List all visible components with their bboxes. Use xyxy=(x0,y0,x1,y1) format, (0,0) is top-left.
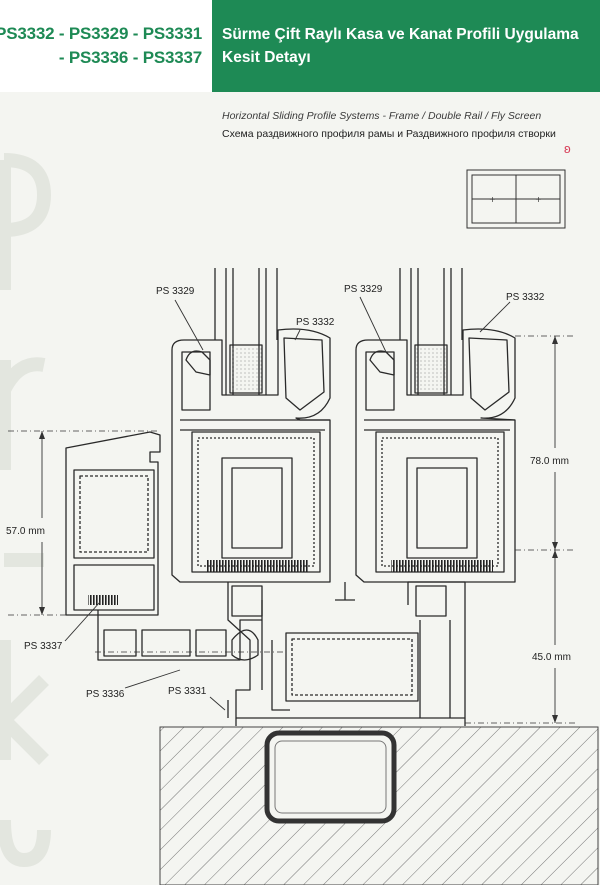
dimension-78mm: 78.0 mm xyxy=(530,456,569,467)
label-ps3332-right: PS 3332 xyxy=(506,292,545,303)
page-title: Sürme Çift Raylı Kasa ve Kanat Profili U… xyxy=(212,0,600,92)
label-ps3329-right: PS 3329 xyxy=(344,284,383,295)
label-ps3329-left: PS 3329 xyxy=(156,286,195,297)
label-ps3331: PS 3331 xyxy=(168,686,207,697)
product-codes-line2: - PS3336 - PS3337 xyxy=(58,48,202,67)
svg-text:+: + xyxy=(489,195,496,204)
sash-right xyxy=(355,328,516,583)
concrete-sill xyxy=(159,726,599,885)
dimension-45mm: 45.0 mm xyxy=(532,652,571,663)
glass-right xyxy=(399,268,463,395)
product-codes: PS3332 - PS3329 - PS3331 - PS3336 - PS33… xyxy=(0,0,212,92)
fly-screen-frame xyxy=(65,431,262,661)
subtitle-russian: Схема раздвижного профиля рамы и Раздвиж… xyxy=(222,128,556,140)
dimension-57mm: 57.0 mm xyxy=(6,526,45,537)
brand-logo-icon: ʚ xyxy=(564,141,571,156)
label-ps3337: PS 3337 xyxy=(24,641,63,652)
product-codes-line1: PS3332 - PS3329 - PS3331 xyxy=(0,24,202,43)
sash-left xyxy=(171,328,331,583)
page-title-line2: Kesit Detayı xyxy=(222,49,311,66)
subtitle-english: Horizontal Sliding Profile Systems - Fra… xyxy=(222,110,542,122)
label-ps3332-left: PS 3332 xyxy=(296,317,335,328)
watermark xyxy=(0,153,51,867)
label-ps3336: PS 3336 xyxy=(86,689,125,700)
main-frame xyxy=(227,581,466,726)
svg-text:+: + xyxy=(535,195,542,204)
page-header: PS3332 - PS3329 - PS3331 - PS3336 - PS33… xyxy=(0,0,600,92)
page-title-line1: Sürme Çift Raylı Kasa ve Kanat Profili U… xyxy=(222,26,579,43)
sliding-window-icon: + + xyxy=(466,169,566,229)
glass-left xyxy=(214,268,278,395)
